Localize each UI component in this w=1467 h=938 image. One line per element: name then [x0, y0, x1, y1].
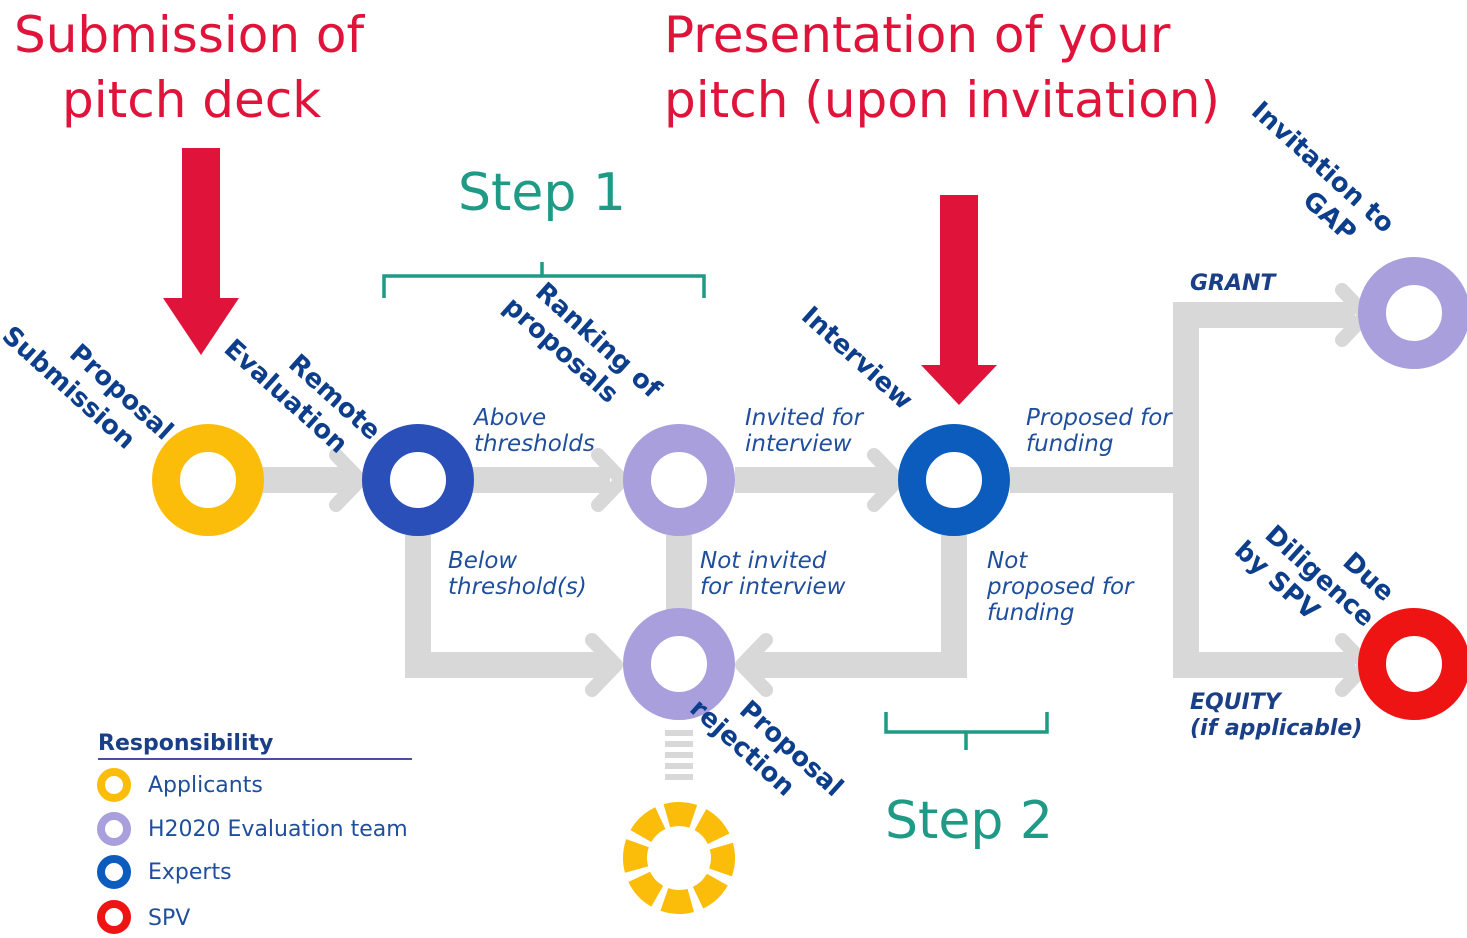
above-thresholds-label-line2: thresholds: [474, 431, 595, 457]
step-1-label: Step 1: [458, 163, 626, 223]
invitation-gap-node: [1358, 257, 1467, 369]
legend-evaluation-team-swatch: [97, 812, 131, 846]
legend-spv-swatch: [97, 900, 131, 934]
submission-heading-line1: Submission of: [14, 6, 366, 64]
proposal-submission-label: Proposal Submission: [0, 321, 179, 456]
submission-down-arrow-icon: [163, 148, 239, 355]
below-thresholds-label-line1: Below: [448, 548, 517, 574]
not-proposed-label-line1: Not: [987, 548, 1028, 574]
grant-label: GRANT: [1190, 271, 1277, 296]
step-2-label: Step 2: [885, 791, 1053, 851]
step-2-brace: [884, 712, 1049, 750]
svg-text:Interview: Interview: [795, 301, 918, 416]
not-proposed-label-line3: funding: [987, 600, 1074, 626]
legend-experts-label: Experts: [148, 860, 232, 885]
not-invited-label-line2: for interview: [700, 574, 846, 600]
invited-label-line2: interview: [745, 431, 852, 457]
step-1-brace: [382, 262, 706, 298]
legend-applicants-swatch: [97, 768, 131, 802]
presentation-heading-line1: Presentation of your: [664, 6, 1171, 64]
submission-heading-line2: pitch deck: [62, 71, 321, 129]
presentation-down-arrow-icon: [921, 195, 997, 405]
responsibility-legend: Responsibility Applicants H2020 Evaluati…: [97, 731, 412, 934]
legend-experts-swatch: [97, 855, 131, 889]
not-proposed-label-line2: proposed for: [986, 574, 1135, 600]
rejection-dash-connector: [665, 730, 693, 780]
interview-node: [898, 424, 1010, 536]
legend-evaluation-team-label: H2020 Evaluation team: [148, 817, 408, 842]
proposed-label-line1: Proposed for: [1026, 405, 1173, 431]
above-thresholds-label-line1: Above: [472, 405, 546, 431]
equity-label-line2: (if applicable): [1190, 716, 1362, 741]
proposal-rejection-node: [623, 608, 735, 720]
invited-label-line1: Invited for: [745, 405, 865, 431]
equity-label-line1: EQUITY: [1190, 690, 1283, 715]
flow-connectors: [262, 302, 1355, 678]
not-invited-label-line1: Not invited: [700, 548, 827, 574]
interview-label: Interview: [795, 301, 918, 416]
below-thresholds-label-line2: threshold(s): [448, 574, 587, 600]
ranking-node: [623, 424, 735, 536]
remote-evaluation-node: [362, 424, 474, 536]
proposal-submission-node: [152, 424, 264, 536]
segmented-sun-icon: [623, 802, 735, 914]
proposed-label-line2: funding: [1026, 431, 1113, 457]
invitation-gap-label: Invitation to GAP: [1245, 96, 1400, 248]
legend-title: Responsibility: [98, 731, 273, 756]
legend-applicants-label: Applicants: [148, 773, 263, 798]
legend-spv-label: SPV: [148, 906, 190, 931]
due-diligence-node: [1358, 608, 1467, 720]
presentation-heading-line2: pitch (upon invitation): [664, 71, 1220, 129]
